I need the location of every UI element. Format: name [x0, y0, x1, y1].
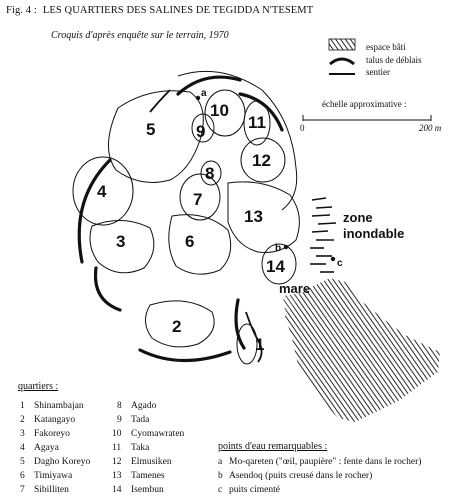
point-c-dot — [330, 256, 336, 262]
district-2-outline — [145, 300, 215, 348]
figure-title-text: LES QUARTIERS DES SALINES DE TEGIDDA N'T… — [42, 5, 314, 16]
scale-label: échelle approximative : — [322, 99, 407, 109]
district-outlines — [72, 70, 300, 365]
district-label-6: 6 — [185, 232, 194, 251]
quartiers-title: quartiers : — [18, 381, 59, 392]
district-9-outline — [191, 113, 215, 143]
paths — [149, 89, 263, 363]
figure-label: Fig. 4 : — [6, 5, 37, 16]
district-label-1: 1 — [255, 335, 264, 354]
district-label-7: 7 — [193, 190, 202, 209]
district-label-12: 12 — [252, 151, 271, 170]
district-3-outline — [89, 220, 155, 274]
district-label-11: 11 — [248, 113, 266, 132]
district-1-outline — [236, 323, 258, 365]
district-label-2: 2 — [172, 317, 181, 336]
zone-label-line2: inondable — [343, 226, 404, 241]
district-label-9: 9 — [196, 122, 205, 141]
legend-built-label: espace bâti — [366, 42, 406, 52]
legend-path-label: sentier — [366, 67, 390, 77]
talus-arcs — [77, 75, 284, 363]
district-label-10: 10 — [210, 101, 229, 120]
settlement-boundary — [177, 70, 298, 211]
legend-built-swatch — [328, 38, 356, 51]
district-14-outline — [261, 243, 297, 285]
figure-title: Fig. 4 : LES QUARTIERS DES SALINES DE TEG… — [6, 5, 313, 16]
district-label-8: 8 — [205, 164, 214, 183]
district-4-outline — [72, 156, 134, 226]
district-8-outline — [200, 160, 222, 186]
legend-talus-label: talus de déblais — [366, 55, 422, 65]
point-b-dot — [283, 244, 289, 250]
figure-subtitle: Croquis d'après enquête sur le terrain, … — [51, 30, 229, 41]
mare-label: mare — [279, 281, 310, 296]
district-7-outline — [179, 173, 221, 221]
flood-zone — [310, 197, 337, 273]
district-6-outline — [168, 214, 232, 275]
zone-label-line1: zone — [343, 210, 373, 225]
district-label-5: 5 — [146, 120, 155, 139]
district-12-outline — [240, 137, 286, 183]
district-13-outline — [227, 181, 300, 253]
mare-patch — [283, 292, 318, 316]
point-a-label: a — [201, 88, 207, 99]
district-5-outline — [107, 90, 204, 183]
point-b-label: b — [275, 243, 281, 254]
point-a-dot — [195, 95, 201, 101]
district-label-3: 3 — [116, 232, 125, 251]
point-c-label: c — [337, 258, 343, 269]
district-label-13: 13 — [244, 207, 263, 226]
district-label-4: 4 — [97, 182, 107, 201]
legend-talus-symbol — [329, 57, 355, 66]
scale-end: 200 m — [419, 123, 442, 133]
district-11-outline — [243, 100, 271, 146]
district-label-14: 14 — [266, 257, 285, 276]
scale-start: 0 — [300, 123, 305, 133]
water-points-title: points d'eau remarquables : — [218, 441, 328, 452]
built-space — [285, 278, 440, 422]
